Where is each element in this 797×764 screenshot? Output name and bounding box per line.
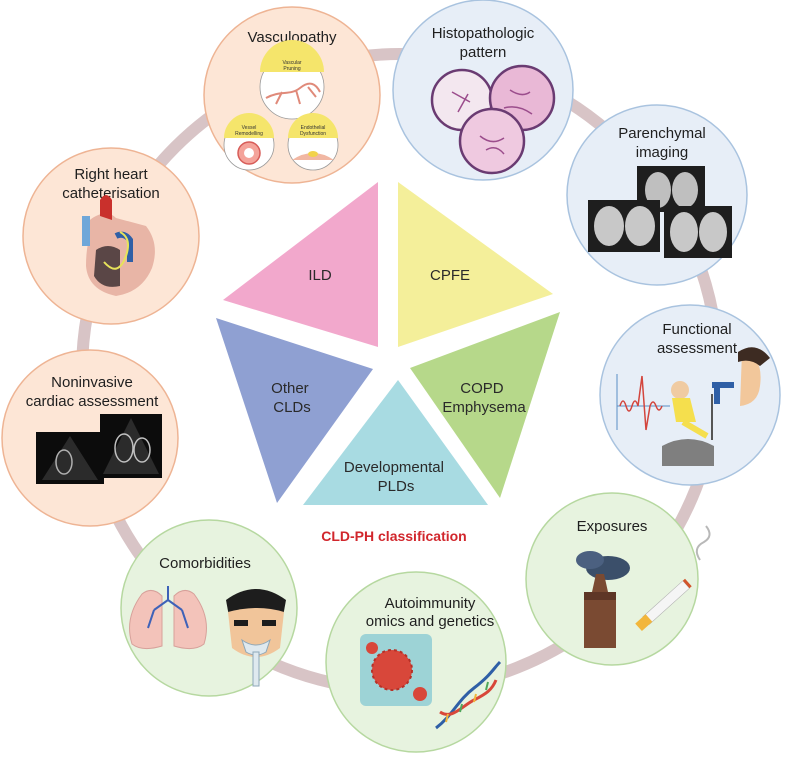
segment-ild (223, 182, 378, 347)
heart-catheter-illustration (82, 195, 155, 296)
factory-and-cigarette-illustration (576, 525, 711, 648)
segment-developmental (303, 380, 488, 505)
segment-cpfe-label: CPFE (430, 267, 470, 284)
echocardiogram-images (36, 414, 162, 484)
node-exposures: Exposures (525, 492, 711, 666)
svg-text:Exposures: Exposures (577, 518, 648, 535)
classification-caption: CLD-PH classification (321, 528, 466, 544)
exercise-test-illustration (616, 347, 770, 466)
segment-cpfe (398, 182, 553, 347)
cells-and-dna-illustration (360, 634, 502, 730)
ct-scan-images (588, 166, 732, 258)
svg-text:Vasculopathy: Vasculopathy (248, 29, 337, 46)
segment-copd (410, 312, 560, 498)
segment-other-clds (216, 318, 373, 503)
center-pentagon: ILD CPFE COPD Emphysema Developmental PL… (216, 182, 560, 505)
vasculopathy-title: Vasculopathy (248, 29, 337, 46)
node-comorbidities: Comorbidities (120, 519, 298, 697)
segment-other-clds-label: Other CLDs (271, 380, 313, 416)
segment-ild-label: ILD (308, 267, 332, 284)
segment-copd-label: COPD Emphysema (442, 380, 526, 416)
histology-slides-image (430, 64, 556, 175)
lungs-and-oxygen-mask-illustration (129, 586, 286, 687)
segment-developmental-label: Developmental PLDs (344, 459, 448, 495)
svg-text:Comorbidities: Comorbidities (159, 555, 251, 572)
